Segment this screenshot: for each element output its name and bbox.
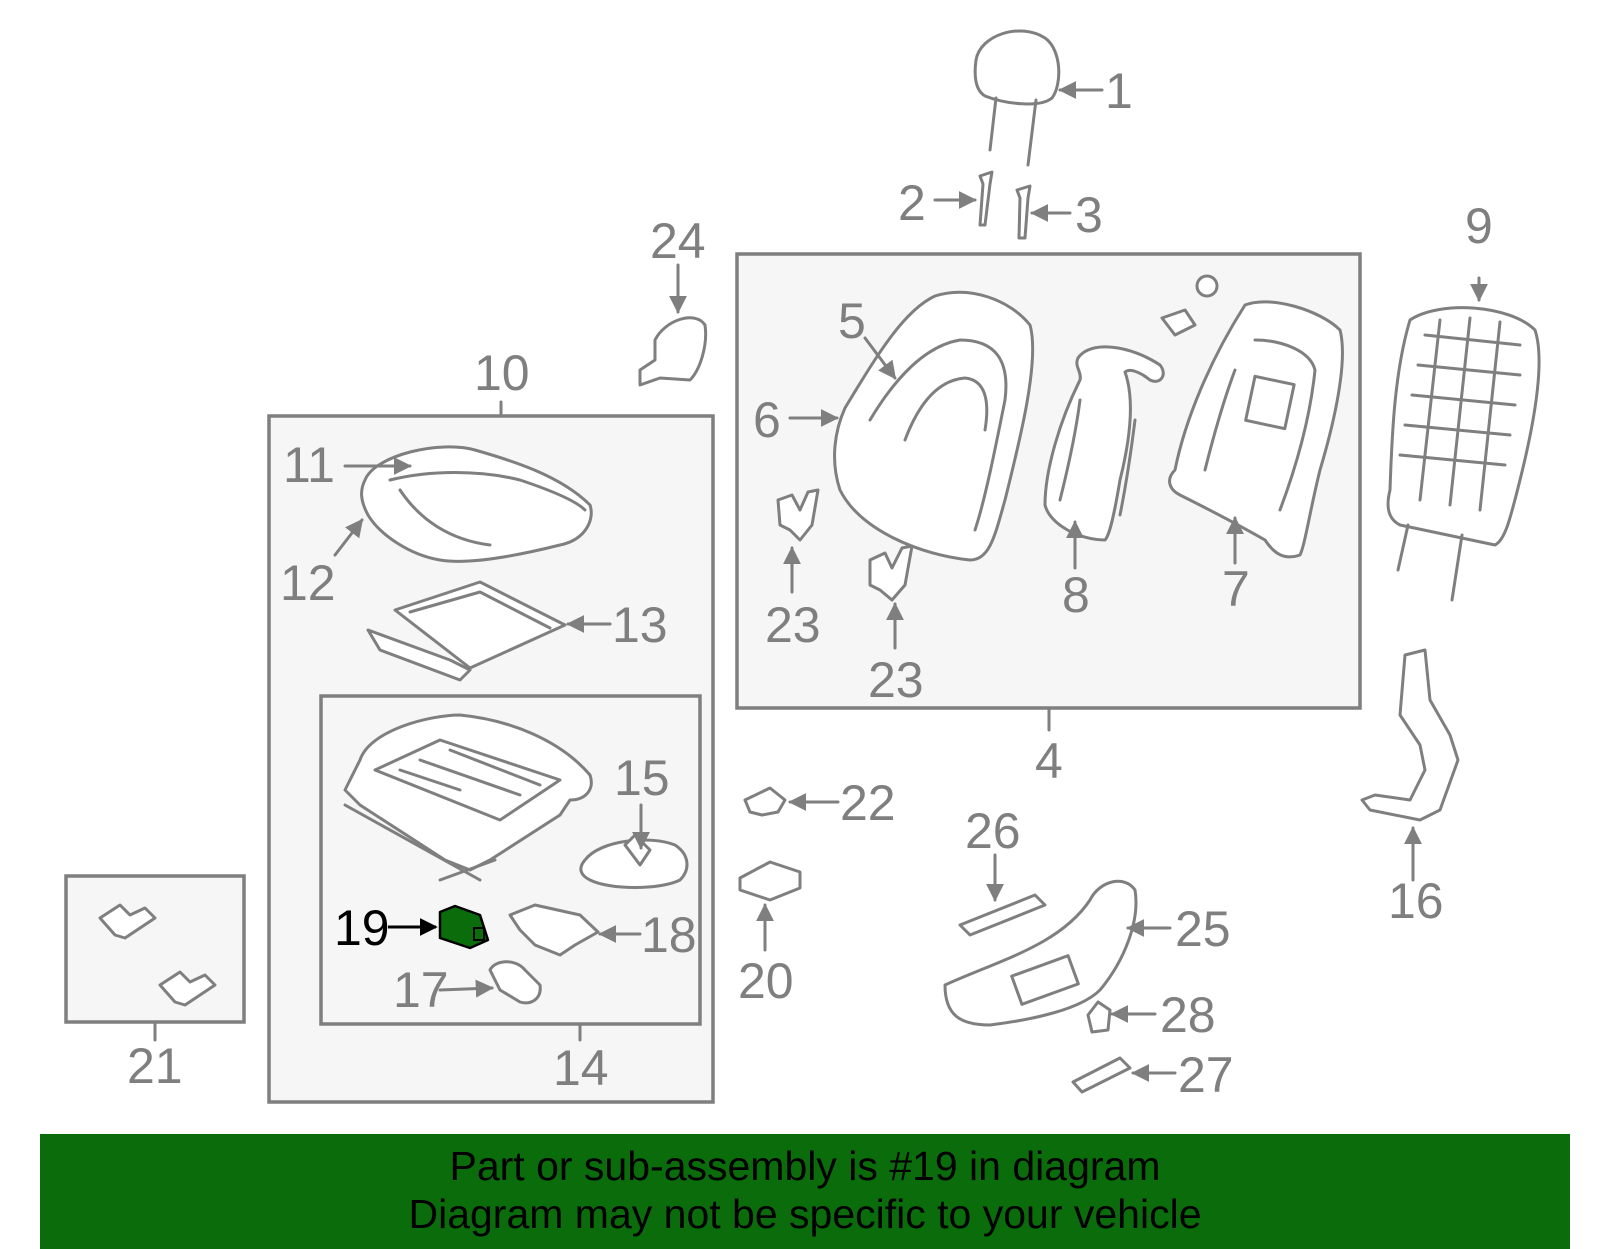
callout-7: 7 <box>1222 561 1250 617</box>
cover-part-18 <box>508 903 600 957</box>
callout-1: 1 <box>1105 63 1133 119</box>
callout-16: 16 <box>1388 873 1444 929</box>
callout-19: 19 <box>334 900 390 956</box>
headrest-guide-2 <box>978 170 994 227</box>
callout-28: 28 <box>1160 987 1216 1043</box>
knob-part-28 <box>1086 1000 1112 1034</box>
callout-9: 9 <box>1465 198 1493 254</box>
callout-5: 5 <box>838 293 866 349</box>
switch-part-17 <box>488 960 542 1005</box>
seatback-cover-part <box>1386 306 1541 602</box>
callout-2: 2 <box>898 175 926 231</box>
callout-23a: 23 <box>765 597 821 653</box>
callout-12: 12 <box>280 555 336 611</box>
banner-line-part-number: Part or sub-assembly is #19 in diagram <box>449 1143 1161 1189</box>
callout-25: 25 <box>1175 901 1231 957</box>
seatback-cushion-part <box>833 290 1035 562</box>
back-panel-part <box>1043 345 1165 542</box>
seat-frame-part <box>343 713 593 882</box>
callout-4: 4 <box>1035 733 1063 789</box>
highlighted-part-19 <box>438 904 490 950</box>
callout-22: 22 <box>840 775 896 831</box>
callout-6: 6 <box>753 392 781 448</box>
trim-part-26 <box>958 893 1047 937</box>
clip-part-22 <box>743 786 787 817</box>
seat-cushion-part <box>360 445 593 563</box>
callout-3: 3 <box>1075 187 1103 243</box>
clip-part-21b <box>158 970 217 1007</box>
callout-15: 15 <box>614 750 670 806</box>
callout-27: 27 <box>1178 1047 1234 1103</box>
block-part-20 <box>738 860 802 902</box>
seatback-frame-part <box>1160 274 1344 559</box>
bracket-part-23a <box>776 488 820 542</box>
bracket-part-16 <box>1360 648 1460 822</box>
callout-17: 17 <box>393 962 449 1018</box>
group-box-21 <box>64 874 246 1024</box>
callout-11: 11 <box>283 437 335 493</box>
headrest-guide-3 <box>1015 184 1032 240</box>
callout-23b: 23 <box>868 652 924 708</box>
callout-21: 21 <box>127 1038 183 1094</box>
trim-cover-part-24 <box>638 316 708 387</box>
callout-26: 26 <box>965 803 1021 859</box>
banner-line-disclaimer: Diagram may not be specific to your vehi… <box>408 1191 1202 1237</box>
callout-13: 13 <box>612 597 668 653</box>
callout-18: 18 <box>641 907 697 963</box>
notice-banner: Part or sub-assembly is #19 in diagram D… <box>40 1134 1570 1249</box>
callout-24: 24 <box>650 213 706 269</box>
seat-pad-part <box>366 580 567 682</box>
side-shield-part <box>943 879 1138 1027</box>
bracket-part-23b <box>868 544 914 602</box>
headrest-part <box>973 29 1061 167</box>
trim-part-27 <box>1071 1056 1132 1094</box>
callout-14: 14 <box>553 1040 609 1096</box>
callout-8: 8 <box>1062 567 1090 623</box>
callout-10: 10 <box>474 345 530 401</box>
callout-20: 20 <box>738 953 794 1009</box>
clip-part-21a <box>98 903 157 940</box>
